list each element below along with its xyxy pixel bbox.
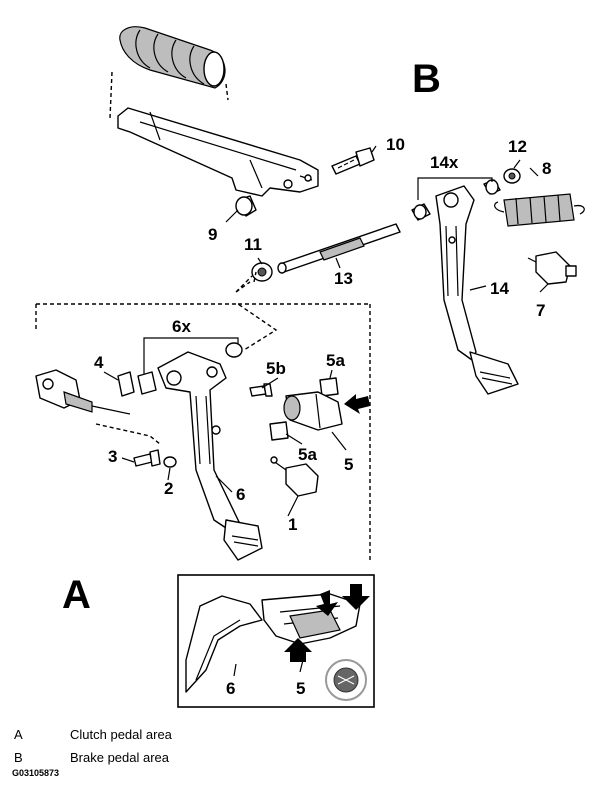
callout-6x: 6x xyxy=(172,317,191,336)
bracket-14x xyxy=(417,177,493,200)
part-13-shaft xyxy=(277,223,401,274)
pedal-bracket xyxy=(117,107,319,197)
part-14-brake-pedal xyxy=(435,185,519,395)
part-1-switch xyxy=(270,456,319,497)
detail-inset xyxy=(177,574,375,708)
callout-12: 12 xyxy=(508,137,527,156)
legend-label-a: Clutch pedal area xyxy=(70,727,172,742)
part-6x-bushing-right xyxy=(225,342,243,358)
part-7-switch xyxy=(527,251,577,285)
leader-lines xyxy=(103,145,549,517)
exploded-pedal-diagram: B A 1 2 3 4 5 5a 5a 5b 6 6x 7 8 9 10 11 … xyxy=(35,26,585,708)
callout-14: 14 xyxy=(490,279,509,298)
part-12-nut xyxy=(503,168,521,184)
callout-8: 8 xyxy=(542,159,551,178)
callout-1: 1 xyxy=(288,515,297,534)
legend-key-a: A xyxy=(14,727,23,742)
inset-arrow-up xyxy=(284,638,312,662)
part-5a-bushing-bottom xyxy=(269,421,289,441)
callout-7: 7 xyxy=(536,301,545,320)
inset-arrow-down-2 xyxy=(342,584,370,610)
part-5b-bolt xyxy=(249,383,273,397)
part-8-spring xyxy=(494,193,585,227)
part-10-bolt xyxy=(331,147,375,175)
inset-callout-6: 6 xyxy=(226,679,235,698)
callout-4: 4 xyxy=(94,353,104,372)
callout-13: 13 xyxy=(334,269,353,288)
pointer-arrow xyxy=(344,394,370,414)
callout-5a-bottom: 5a xyxy=(298,445,317,464)
part-3-bolt xyxy=(133,449,161,467)
part-6-clutch-pedal xyxy=(157,351,263,561)
bracket-6x xyxy=(143,337,239,380)
section-a-boundary xyxy=(36,275,371,560)
callout-9: 9 xyxy=(208,225,217,244)
callout-11: 11 xyxy=(244,235,262,254)
section-letter-b: B xyxy=(412,57,441,101)
part-5-damper xyxy=(283,391,343,431)
callout-3: 3 xyxy=(108,447,117,466)
callout-10: 10 xyxy=(386,135,405,154)
callout-5b: 5b xyxy=(266,359,286,378)
rod-guide-line xyxy=(95,423,161,445)
section-letter-a: A xyxy=(62,573,91,617)
figure-code: G03105873 xyxy=(12,768,60,778)
part-14x-bushings xyxy=(411,179,501,221)
part-4-clip xyxy=(117,371,157,397)
inset-arrow-down-1 xyxy=(316,590,338,616)
part-9-cap xyxy=(235,195,257,217)
clutch-master-cylinder xyxy=(35,369,131,415)
bellows-boot xyxy=(119,26,226,89)
legend-label-b: Brake pedal area xyxy=(70,750,170,765)
callout-5: 5 xyxy=(344,455,353,474)
inset-callout-5: 5 xyxy=(296,679,305,698)
callout-14x: 14x xyxy=(430,153,459,172)
part-2-washer xyxy=(163,456,177,468)
callout-5a-top: 5a xyxy=(326,351,345,370)
part-5a-bushing-top xyxy=(319,377,339,397)
boot-guide-line xyxy=(109,71,229,119)
callout-6: 6 xyxy=(236,485,245,504)
callout-2: 2 xyxy=(164,479,173,498)
legend-key-b: B xyxy=(14,750,23,765)
